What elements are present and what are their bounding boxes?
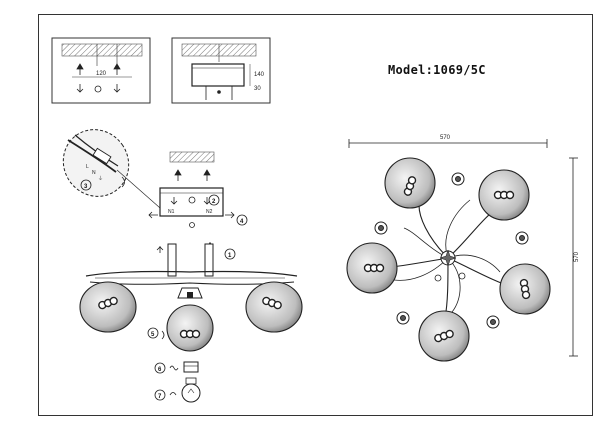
step-6-label: 6 xyxy=(158,367,162,373)
wiring-detail: L N ⏚ 3 xyxy=(62,129,169,216)
plate-label-right: N2 xyxy=(206,209,213,215)
plate-height-label: 30 xyxy=(254,86,261,92)
plate-label-left: N1 xyxy=(168,209,175,215)
ceiling-plate-assembly: N1 N2 2 4 xyxy=(148,151,248,228)
step-2-label: 2 xyxy=(212,199,216,205)
mount-detail-right: 140 30 xyxy=(171,37,271,104)
height-dimension: 570 xyxy=(574,251,580,262)
plate-depth-label: 140 xyxy=(254,72,265,78)
wire-label-l: L xyxy=(86,164,89,170)
fixture-side-view: 1 5 6 7 xyxy=(79,242,303,403)
width-dimension: 570 xyxy=(440,135,451,141)
fixture-top-view: 570 570 xyxy=(346,135,580,362)
drawing-frame xyxy=(38,14,593,416)
step-4-label: 4 xyxy=(240,219,244,225)
step-5-label: 5 xyxy=(151,332,155,338)
wire-label-n: N xyxy=(92,170,96,176)
mount-detail-left: 120 xyxy=(51,37,151,104)
step-3-label: 3 xyxy=(84,184,88,190)
model-number: Model:1069/5C xyxy=(388,63,486,77)
step-7-label: 7 xyxy=(158,394,162,400)
step-1-label: 1 xyxy=(228,253,232,259)
wire-label-ground: ⏚ xyxy=(98,175,103,182)
mount-spacing-label: 120 xyxy=(96,71,107,77)
